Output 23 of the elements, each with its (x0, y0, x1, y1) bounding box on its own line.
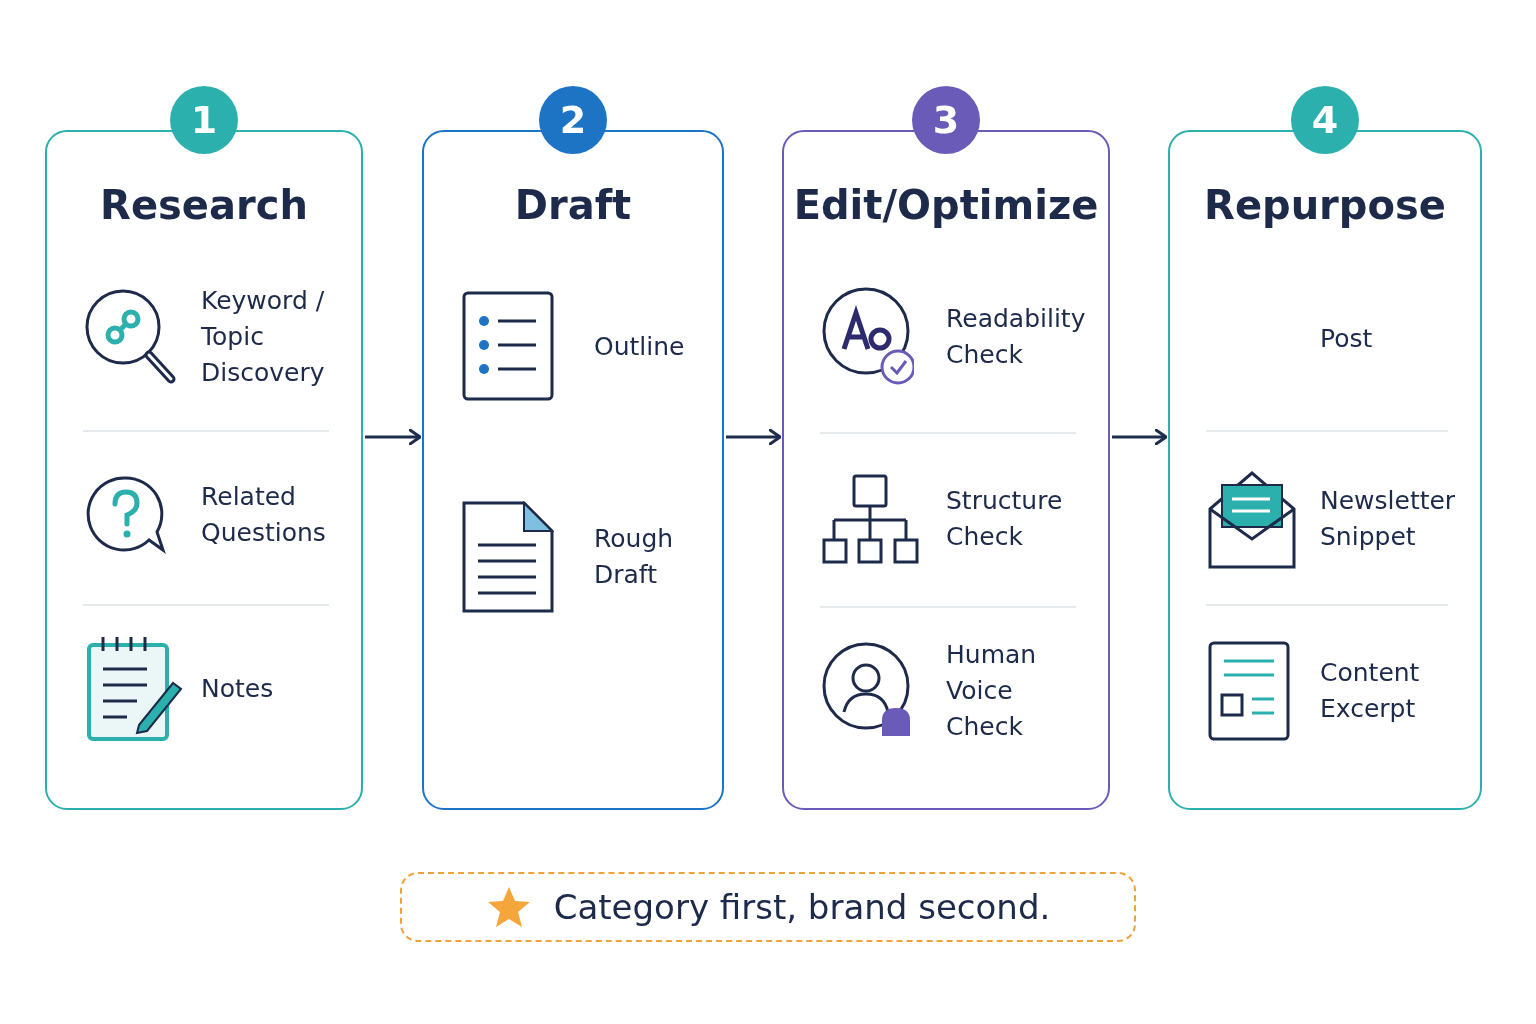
step-number: 2 (539, 86, 607, 154)
step-number: 1 (170, 86, 238, 154)
item-label: Readability Check (946, 303, 1087, 371)
item-label: Structure Check (946, 485, 1064, 553)
arrow (1112, 428, 1168, 446)
item-label: Newsletter Snippet (1320, 485, 1457, 553)
step-title: Draft (513, 182, 633, 228)
caption: Category first, brand second. (553, 887, 1051, 927)
step-title: Edit/Optimize (792, 182, 1100, 228)
item-label: Post (1320, 323, 1374, 355)
item-label: Keyword / Topic Discovery (201, 285, 326, 389)
step-number: 4 (1291, 86, 1359, 154)
item-label: Notes (201, 673, 275, 705)
step-title: Research (99, 182, 309, 228)
item-label: Content Excerpt (1320, 657, 1421, 725)
item-label: Outline (594, 331, 686, 363)
arrow (726, 428, 782, 446)
item-label: Related Questions (201, 481, 327, 549)
step-number: 3 (912, 86, 980, 154)
item-label: Rough Draft (594, 523, 675, 591)
item-label: Human Voice Check (946, 639, 1038, 743)
step-title: Repurpose (1203, 182, 1447, 228)
arrow (365, 428, 422, 446)
